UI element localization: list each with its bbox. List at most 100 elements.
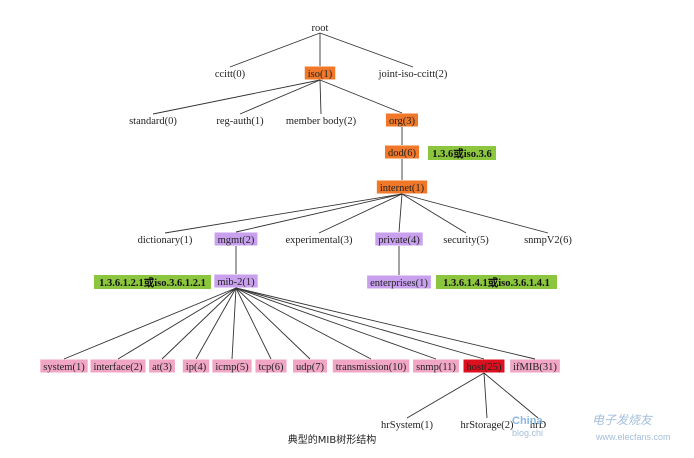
node-label-snmp: snmp(11) <box>416 362 456 373</box>
node-label-regauth: reg-auth(1) <box>216 116 264 127</box>
node-label-ifmib: ifMIB(31) <box>513 362 557 373</box>
watermark-site-1: blog.chi <box>512 428 543 438</box>
node-label-memberbody: member body(2) <box>286 116 357 127</box>
edge-mib2-icmp <box>231 287 237 360</box>
node-label-dictionary: dictionary(1) <box>138 235 193 246</box>
node-box-iso <box>304 66 336 80</box>
edge-internet-snmpv2 <box>401 193 549 234</box>
node-internet: internet(1) <box>376 180 428 194</box>
edge-mib2-udp <box>235 287 311 360</box>
node-label-standard: standard(0) <box>129 116 177 127</box>
node-ccitt: ccitt(0) <box>215 69 246 80</box>
node-label-org: org(3) <box>389 116 416 127</box>
node-dod: dod(6) <box>385 145 419 159</box>
node-udp: udp(7) <box>293 359 327 373</box>
node-label-icmp: icmp(5) <box>215 362 249 373</box>
node-label-interface: interface(2) <box>94 362 143 373</box>
node-label-at: at(3) <box>152 362 172 373</box>
node-tcp: tcp(6) <box>255 359 287 373</box>
node-box-org <box>385 113 419 127</box>
node-label-snmpv2: snmpV2(6) <box>524 235 572 246</box>
node-mib2: mib-2(1) <box>214 274 258 288</box>
node-iso: iso(1) <box>304 66 336 80</box>
edge-internet-experimental <box>318 193 403 234</box>
node-host: host(25) <box>463 359 505 373</box>
node-memberbody: member body(2) <box>286 116 357 127</box>
diagram-caption: 典型的MIB树形结构 <box>288 433 376 446</box>
node-label-hrstorage: hrStorage(2) <box>460 420 514 431</box>
edge-mib2-transmission <box>235 287 372 360</box>
node-box-tcp <box>255 359 287 373</box>
edge-internet-security <box>401 193 467 234</box>
node-box-mib2 <box>214 274 258 288</box>
node-snmpv2: snmpV2(6) <box>524 235 572 246</box>
oid-mib2-label: 1.3.6.1.2.1或iso.3.6.1.2.1 <box>94 275 211 289</box>
node-label-tcp: tcp(6) <box>258 362 284 373</box>
edge-host-hrsystem <box>406 372 485 419</box>
node-label-udp: udp(7) <box>296 362 324 373</box>
node-label-iso: iso(1) <box>308 69 333 80</box>
node-box-ifmib <box>510 359 560 373</box>
edge-mib2-ip <box>195 287 237 360</box>
node-label-ip: ip(4) <box>186 362 207 373</box>
node-box-interface <box>90 359 146 373</box>
oid-mib2-text: 1.3.6.1.2.1或iso.3.6.1.2.1 <box>99 276 206 289</box>
node-box-at <box>149 359 175 373</box>
node-interface: interface(2) <box>90 359 146 373</box>
node-icmp: icmp(5) <box>212 359 252 373</box>
node-jic: joint-iso-ccitt(2) <box>378 69 448 80</box>
node-experimental: experimental(3) <box>285 235 353 246</box>
node-label-system: system(1) <box>43 362 85 373</box>
node-ifmib: ifMIB(31) <box>510 359 560 373</box>
edge-root-jic <box>319 32 414 68</box>
edge-mib2-tcp <box>235 287 272 360</box>
edge-mib2-host <box>235 287 485 360</box>
edge-host-hrstorage <box>483 372 488 419</box>
watermark-site-2: www.elecfans.com <box>595 432 671 442</box>
node-regauth: reg-auth(1) <box>216 116 264 127</box>
node-label-root: root <box>312 23 329 34</box>
oid-mib2-box <box>94 275 211 289</box>
node-org: org(3) <box>385 113 419 127</box>
edge-mib2-system <box>63 287 237 360</box>
edge-iso-regauth <box>239 79 321 115</box>
edge-iso-standard <box>152 79 321 115</box>
node-label-internet: internet(1) <box>380 183 425 194</box>
oid-dod-text: 1.3.6或iso.3.6 <box>432 147 492 160</box>
node-enterprises: enterprises(1) <box>367 275 431 289</box>
edge-iso-memberbody <box>319 79 322 115</box>
node-label-mib2: mib-2(1) <box>217 277 255 288</box>
node-label-private: private(4) <box>378 235 420 246</box>
node-at: at(3) <box>149 359 175 373</box>
node-label-hrd: hrD <box>530 420 547 431</box>
node-label-jic: joint-iso-ccitt(2) <box>378 69 448 80</box>
node-snmp: snmp(11) <box>413 359 459 373</box>
node-ip: ip(4) <box>182 359 210 373</box>
edge-host-hrd <box>483 372 539 419</box>
edge-internet-mgmt <box>235 193 403 233</box>
tree-nodes: root ccitt(0) iso(1) joint-iso-ccitt(2) stan… <box>40 23 572 431</box>
edge-mib2-snmp <box>235 287 437 360</box>
edge-internet-private <box>398 193 403 233</box>
node-label-experimental: experimental(3) <box>285 235 353 246</box>
node-private: private(4) <box>375 232 423 246</box>
node-box-mgmt <box>214 232 258 246</box>
node-hrstorage: hrStorage(2) <box>460 420 514 431</box>
node-label-dod: dod(6) <box>388 148 416 159</box>
node-label-transmission: transmission(10) <box>336 362 407 373</box>
edge-mib2-interface <box>117 287 237 360</box>
node-label-hrsystem: hrSystem(1) <box>381 420 433 431</box>
edge-root-ccitt <box>229 32 321 68</box>
node-box-system <box>40 359 88 373</box>
node-box-ip <box>182 359 210 373</box>
node-hrsystem: hrSystem(1) <box>381 420 433 431</box>
node-box-private <box>375 232 423 246</box>
node-label-enterprises: enterprises(1) <box>370 278 428 289</box>
node-label-ccitt: ccitt(0) <box>215 69 246 80</box>
oid-dod-box <box>428 146 496 160</box>
node-box-internet <box>376 180 428 194</box>
edge-internet-dictionary <box>164 193 403 234</box>
node-box-enterprises <box>367 275 431 289</box>
